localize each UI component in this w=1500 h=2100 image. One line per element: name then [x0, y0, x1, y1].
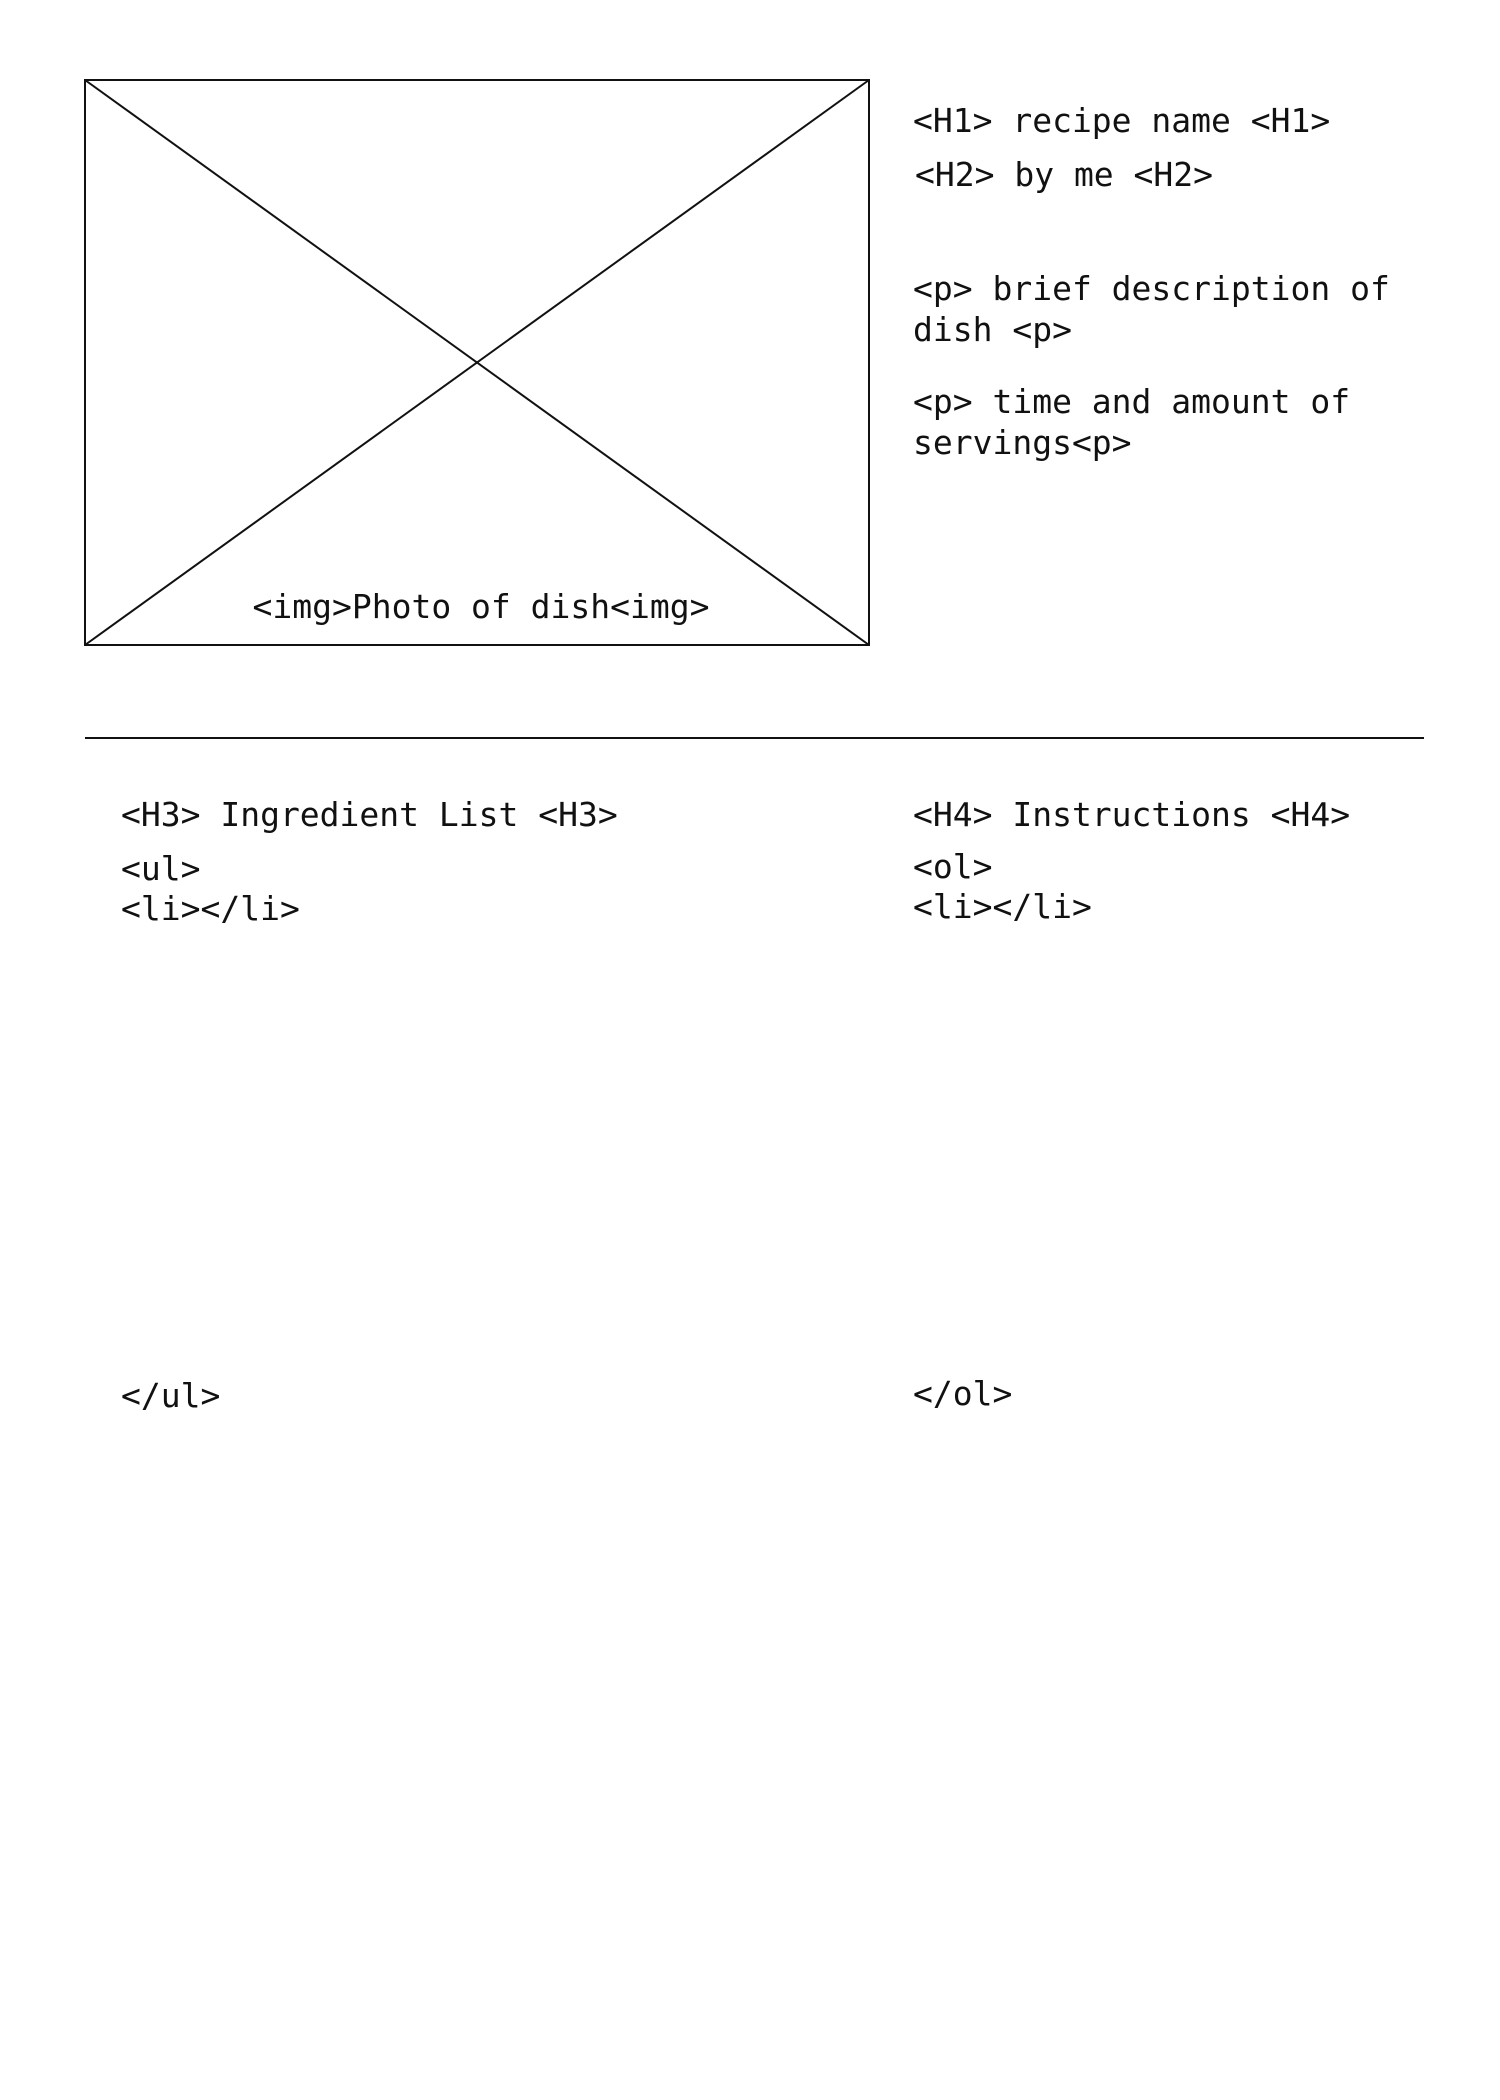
- image-placeholder-label: <img>Photo of dish<img>: [252, 587, 710, 626]
- instructions-list-item: <li></li>: [913, 887, 1092, 926]
- ingredient-list-close-tag: </ul>: [121, 1376, 221, 1415]
- description-line: dish <p>: [913, 310, 1072, 349]
- ingredient-list-open-tag: <ul>: [121, 849, 201, 888]
- image-placeholder-diagonal: [84, 79, 870, 646]
- ingredient-list-item: <li></li>: [121, 889, 300, 928]
- image-placeholder-cross: [84, 79, 870, 646]
- instructions-list-open-tag: <ol>: [913, 847, 993, 886]
- servings-line: <p> time and amount of: [913, 382, 1351, 421]
- instructions-list-close-tag: </ol>: [913, 1374, 1013, 1413]
- image-placeholder-frame: [84, 79, 870, 646]
- author-heading: <H2> by me <H2>: [915, 155, 1214, 194]
- recipe-name-heading: <H1> recipe name <H1>: [913, 101, 1331, 140]
- instructions-heading: <H4> Instructions <H4>: [913, 795, 1351, 834]
- section-divider: [85, 737, 1424, 739]
- description-line: <p> brief description of: [913, 269, 1390, 308]
- ingredient-list-heading: <H3> Ingredient List <H3>: [121, 795, 618, 834]
- dish-photo-placeholder: <img>Photo of dish<img>: [84, 79, 870, 646]
- servings-line: servings<p>: [913, 423, 1132, 462]
